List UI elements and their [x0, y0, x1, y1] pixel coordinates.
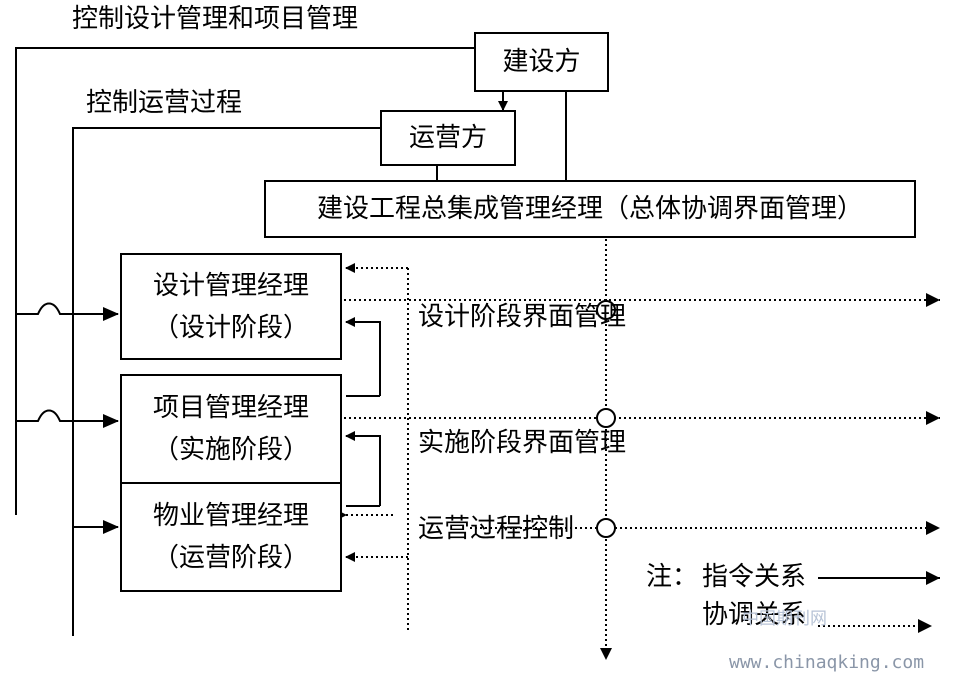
integrator-label: 建设工程总集成管理经理（总体协调界面管理） — [316, 194, 863, 224]
project-manager-box: 项目管理经理 （实施阶段） — [120, 374, 342, 484]
project-interface-label: 实施阶段界面管理 — [418, 428, 627, 458]
legend-note: 注： — [646, 562, 699, 592]
design-manager-phase: （设计阶段） — [152, 312, 309, 343]
operator-label: 运营方 — [408, 123, 487, 153]
design-manager-title: 设计管理经理 — [152, 270, 309, 301]
builder-control-line — [15, 47, 474, 515]
property-to-project-bracket — [345, 431, 381, 506]
design-interface-label: 设计阶段界面管理 — [418, 302, 627, 332]
operation-interface-node — [596, 518, 616, 538]
operation-interface-label: 运营过程控制 — [418, 514, 575, 544]
operator-box: 运营方 — [380, 110, 516, 166]
project-to-design-bracket — [345, 317, 381, 396]
top-control-label: 控制设计管理和项目管理 — [72, 4, 359, 34]
builder-box: 建设方 — [474, 32, 609, 92]
watermark-url: www.chinaqking.com — [729, 652, 925, 673]
watermark-site-name: 中国期刊网 — [742, 609, 827, 629]
design-command-arrow — [16, 302, 119, 321]
property-manager-title: 物业管理经理 — [152, 501, 309, 531]
builder-label: 建设方 — [502, 47, 581, 77]
legend-coordination-label: 协调关系 — [702, 600, 807, 630]
design-interface-node — [596, 300, 616, 320]
operator-control-line — [72, 127, 380, 636]
integrator-box: 建设工程总集成管理经理（总体协调界面管理） — [264, 180, 916, 238]
property-manager-phase: （运营阶段） — [152, 543, 309, 573]
design-manager-box: 设计管理经理 （设计阶段） — [120, 253, 342, 360]
legend-command-label: 指令关系 — [702, 562, 807, 592]
project-interface-node — [596, 408, 616, 428]
property-manager-box: 物业管理经理 （运营阶段） — [120, 482, 342, 592]
project-manager-title: 项目管理经理 — [152, 393, 309, 423]
operation-control-label: 控制运营过程 — [86, 88, 243, 118]
project-manager-phase: （实施阶段） — [152, 435, 309, 465]
project-command-arrow — [16, 409, 119, 428]
